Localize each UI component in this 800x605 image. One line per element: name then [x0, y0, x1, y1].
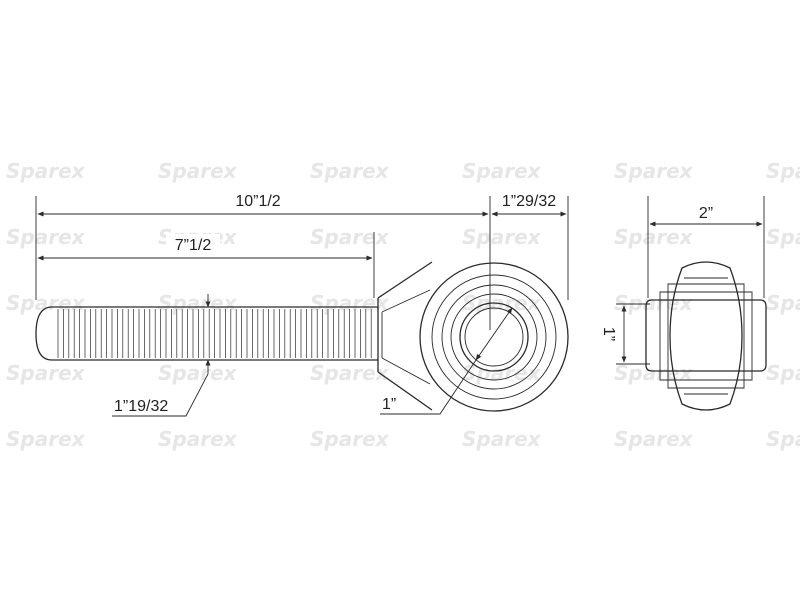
ball-edge	[684, 277, 728, 395]
watermark-text: Sparex	[6, 361, 86, 385]
bore-side-label: 1”	[600, 327, 617, 341]
thread-diameter-label: 1”19/32	[114, 398, 168, 415]
sleeve-step	[659, 291, 753, 381]
watermark-text: Sparex	[766, 291, 800, 315]
watermark-text: Sparex	[6, 427, 86, 451]
rod-end-side-view: 1”	[35, 261, 569, 415]
watermark-text: Sparex	[158, 361, 238, 385]
neck-inner-outline	[381, 289, 431, 385]
thread-diameter-dimension: 1”19/32	[112, 294, 211, 417]
watermark-text: Sparex	[158, 427, 238, 451]
ball-body	[669, 261, 743, 411]
watermark-text: Sparex	[462, 225, 542, 249]
watermark-text: Sparex	[158, 159, 238, 183]
neck-outline	[377, 261, 433, 411]
eye-ring	[431, 274, 557, 400]
ball-end-view: 2” 1”	[600, 196, 767, 411]
watermark-text: Sparex	[766, 361, 800, 385]
thread-diameter-leader	[112, 373, 209, 417]
watermark-text: Sparex	[6, 225, 86, 249]
watermark-text: Sparex	[614, 361, 694, 385]
eye-offset-label: 1”29/32	[502, 193, 556, 210]
watermark-text: Sparex	[6, 159, 86, 183]
watermark-text: Sparex	[462, 159, 542, 183]
watermark-text: Sparex	[614, 427, 694, 451]
watermark-text: Sparex	[766, 427, 800, 451]
label-backing	[166, 234, 220, 256]
eye-ring	[450, 293, 538, 381]
bore-ring	[459, 302, 529, 372]
bore-inner-ring	[464, 307, 524, 367]
watermark-text: Sparex	[310, 225, 390, 249]
bore-diameter-label: 1”	[382, 396, 396, 413]
watermark-text: Sparex	[614, 159, 694, 183]
sleeve-step	[667, 283, 745, 389]
watermark-text: Sparex	[766, 159, 800, 183]
watermark-text: Sparex	[614, 291, 694, 315]
eye-outer-ring	[419, 262, 569, 412]
overall-length-label: 10”1/2	[235, 193, 280, 210]
bore-diameter-leader	[380, 359, 477, 415]
watermark-text: Sparex	[6, 291, 86, 315]
watermark-text: Sparex	[310, 427, 390, 451]
eye-ring	[441, 284, 547, 390]
watermark-text: Sparex	[614, 225, 694, 249]
ball-width-label: 2”	[699, 205, 713, 222]
thread-pattern	[57, 309, 372, 358]
bore-diameter-dimension-line	[475, 307, 513, 361]
overall-length-dimension: 10”1/2	[35, 190, 569, 330]
threaded-shank	[35, 306, 378, 361]
watermark-text: Sparex	[310, 361, 390, 385]
eye-rings	[419, 262, 569, 412]
watermark-text: Sparex	[766, 225, 800, 249]
thread-length-label: 7”1/2	[175, 237, 212, 254]
watermark-text: Sparex	[462, 427, 542, 451]
label-backing	[228, 190, 288, 212]
watermark-text: Sparex	[310, 159, 390, 183]
eye-offset-dimension: 1”29/32	[491, 193, 567, 217]
thread-length-dimension: 7”1/2	[37, 232, 375, 298]
